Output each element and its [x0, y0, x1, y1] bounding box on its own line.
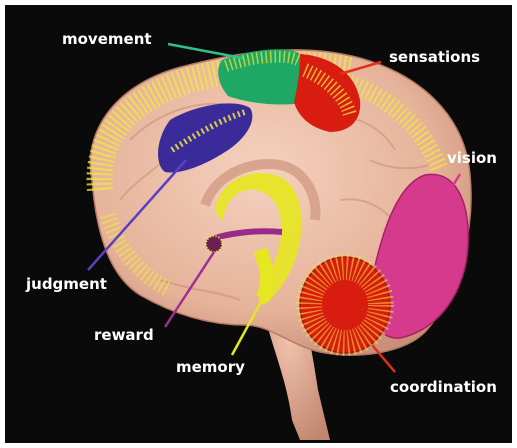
label-movement: movement: [62, 30, 152, 48]
label-judgment: judgment: [25, 275, 107, 293]
label-vision: vision: [447, 149, 497, 167]
label-reward: reward: [94, 326, 154, 344]
memory-tail: [260, 250, 267, 298]
reward-nucleus: [206, 236, 222, 252]
label-memory: memory: [176, 358, 245, 376]
movement-region: [218, 49, 304, 104]
movement-leader: [168, 44, 242, 58]
label-sensations: sensations: [389, 48, 480, 66]
label-coordination: coordination: [390, 378, 497, 396]
